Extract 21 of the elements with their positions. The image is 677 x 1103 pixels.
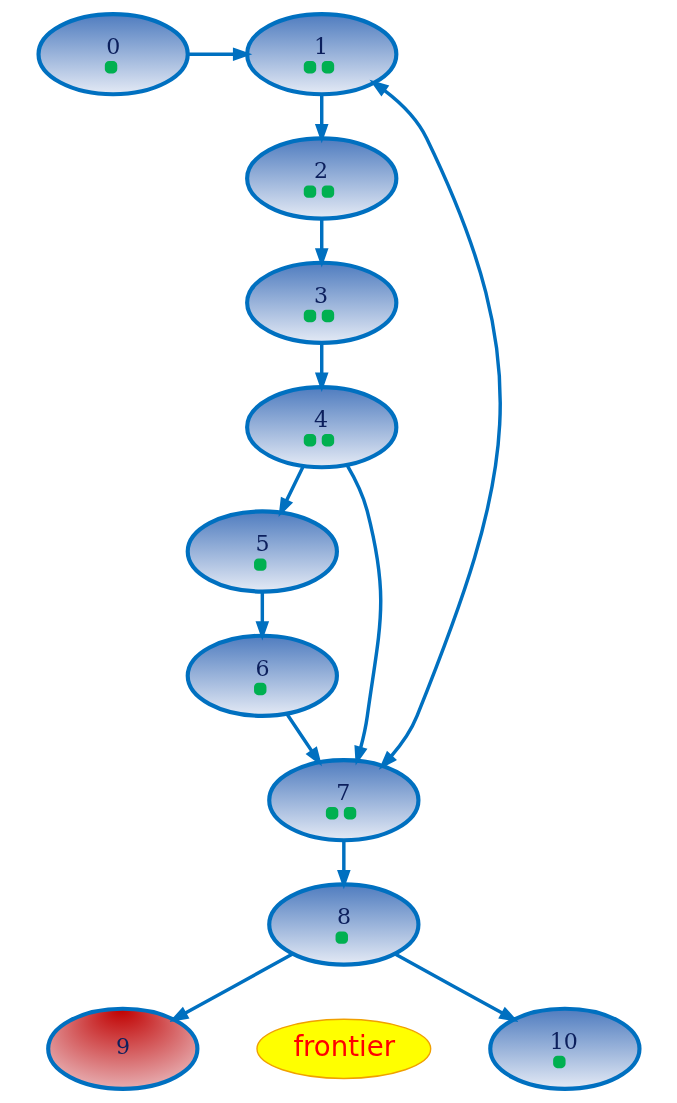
arrow <box>314 219 328 268</box>
node-ellipse: 0 <box>35 12 190 97</box>
node-ellipse: 8 <box>266 882 420 967</box>
node-ellipse: 2 <box>244 136 398 221</box>
arrow <box>278 465 305 518</box>
node-ellipse: 3 <box>244 260 398 345</box>
arrow <box>393 952 518 1022</box>
node-ellipse: 6 <box>185 633 339 718</box>
arrow <box>336 840 351 890</box>
node-ellipse: frontier <box>255 1018 431 1080</box>
node-ellipse: 5 <box>185 509 339 594</box>
arrow <box>314 343 328 392</box>
arrow <box>284 712 322 767</box>
node-ellipse: 4 <box>244 385 398 470</box>
arrow <box>168 952 293 1022</box>
arrow <box>345 464 382 766</box>
arrow <box>187 47 252 61</box>
arrow <box>255 592 269 641</box>
arrow <box>314 94 328 144</box>
arrow <box>369 79 501 770</box>
node-ellipse: 7 <box>266 758 420 843</box>
